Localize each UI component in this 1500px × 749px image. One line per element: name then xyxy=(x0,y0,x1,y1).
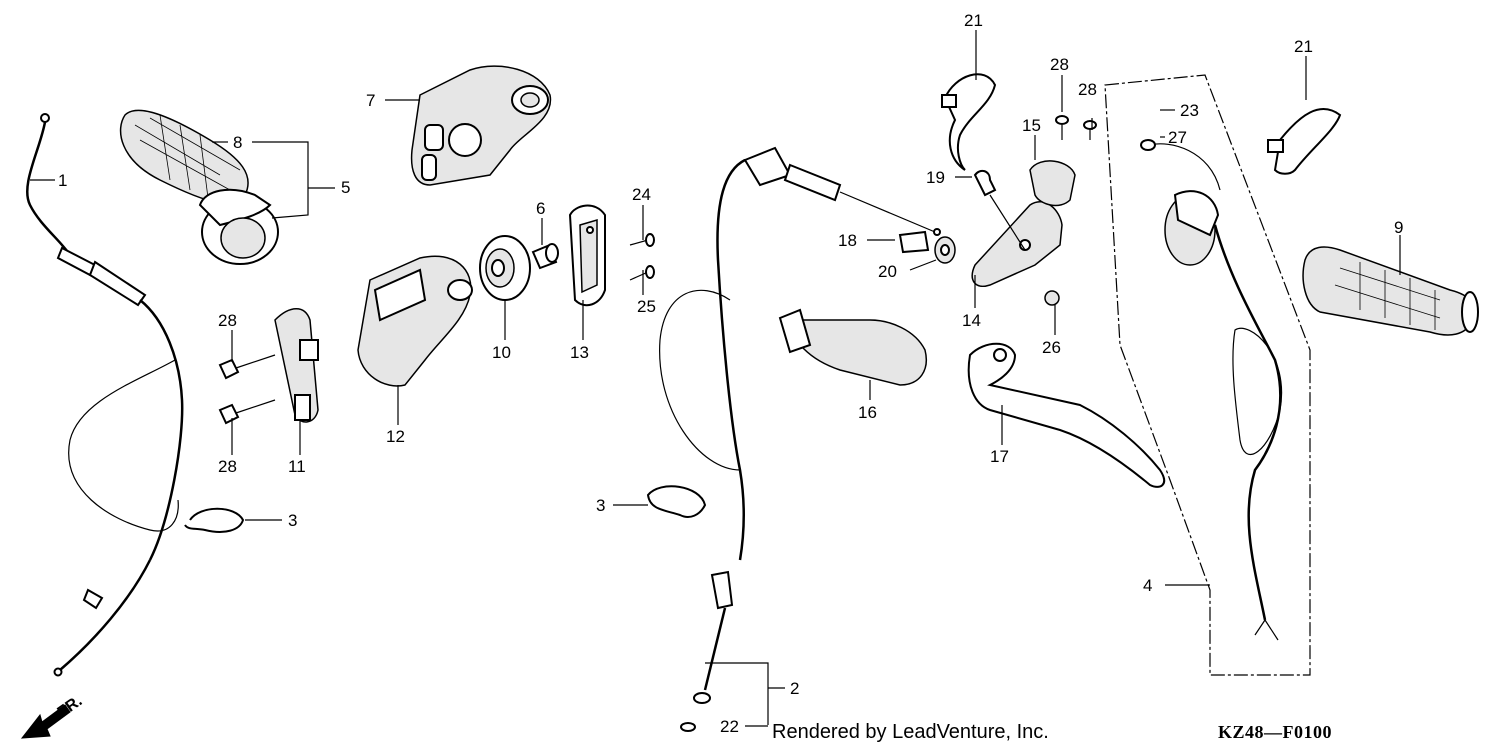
callout-22: 22 xyxy=(720,717,739,736)
throttle-grip-drawing xyxy=(119,109,279,265)
bolts-28-left-drawing xyxy=(218,354,276,425)
clamp-15-drawing xyxy=(1029,115,1097,207)
callout-13: 13 xyxy=(570,343,589,362)
clamp-3-left-drawing xyxy=(184,507,245,533)
callout-25: 25 xyxy=(637,297,656,316)
callout-8: 8 xyxy=(233,133,242,152)
callout-15: 15 xyxy=(1022,116,1041,135)
callout-10: 10 xyxy=(492,343,511,362)
clutch-lever-drawing xyxy=(967,342,1166,488)
callout-28-left-bottom: 28 xyxy=(218,457,237,476)
clamp-3-center-drawing xyxy=(646,485,707,518)
callout-11: 11 xyxy=(288,457,306,476)
callout-20: 20 xyxy=(878,262,897,281)
diagram-code: KZ48—F0100 xyxy=(1218,722,1332,742)
callout-9: 9 xyxy=(1394,218,1403,237)
callout-14: 14 xyxy=(962,311,981,330)
callout-17: 17 xyxy=(990,447,1009,466)
clutch-cable-drawing xyxy=(659,146,941,732)
callout-21-right: 21 xyxy=(1294,37,1313,56)
callout-7: 7 xyxy=(366,91,375,110)
right-grip-drawing xyxy=(1302,246,1479,336)
screws-24-25-drawing xyxy=(629,233,655,281)
callout-5: 5 xyxy=(341,178,350,197)
callout-6: 6 xyxy=(536,199,545,218)
front-direction-arrow-icon xyxy=(20,704,71,739)
callout-18: 18 xyxy=(838,231,857,250)
holder-drawing xyxy=(274,308,319,423)
callout-21-left: 21 xyxy=(964,11,983,30)
callout-3-center: 3 xyxy=(596,496,605,515)
cover-drawing xyxy=(568,204,606,307)
lever-protector-drawing xyxy=(778,308,927,386)
callout-27: 27 xyxy=(1168,128,1187,147)
callout-23: 23 xyxy=(1180,101,1199,120)
pulley-drawing xyxy=(479,235,559,301)
adjuster-parts-drawing xyxy=(898,169,1060,306)
engine-stop-switch-drawing xyxy=(1104,74,1311,676)
callout-16: 16 xyxy=(858,403,877,422)
callout-24: 24 xyxy=(632,185,651,204)
callout-28-right-a: 28 xyxy=(1050,55,1069,74)
leader-lines xyxy=(30,30,1401,727)
callout-1: 1 xyxy=(58,171,67,190)
callout-3-left: 3 xyxy=(288,511,297,530)
callout-4: 4 xyxy=(1143,576,1152,595)
strap-21-right-drawing xyxy=(1267,108,1342,175)
strap-21-left-drawing xyxy=(941,73,997,171)
callout-19: 19 xyxy=(926,168,945,187)
callout-26: 26 xyxy=(1042,338,1061,357)
housing-12-drawing xyxy=(357,255,473,387)
throttle-cable-drawing xyxy=(25,113,184,677)
callout-28-left-top: 28 xyxy=(218,311,237,330)
lever-bracket-drawing xyxy=(971,201,1063,287)
throttle-housing-drawing xyxy=(410,65,552,186)
credit-text: Rendered by LeadVenture, Inc. xyxy=(772,721,1049,743)
callout-numbers: 1 2 3 3 4 5 6 7 8 9 10 11 12 13 14 15 16… xyxy=(58,11,1403,736)
callout-2: 2 xyxy=(790,679,799,698)
callout-12: 12 xyxy=(386,427,405,446)
callout-28-right-b: 28 xyxy=(1078,80,1097,99)
